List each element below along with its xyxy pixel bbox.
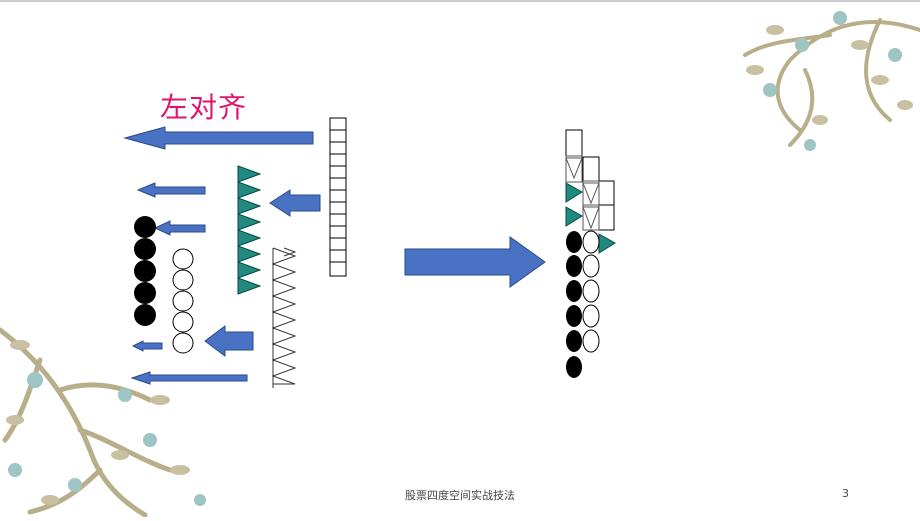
page-number: 3 [842, 487, 849, 500]
vine-decoration-top-right [743, 11, 920, 151]
left-arrow-icon [123, 126, 321, 385]
black-circle-column [134, 216, 156, 326]
square-column [329, 117, 347, 277]
result-diagram [565, 129, 616, 378]
zigzag-column [271, 247, 297, 388]
vine-decoration-bottom-left [0, 327, 206, 518]
white-circle-column [172, 248, 194, 354]
right-arrow-icon [404, 236, 546, 288]
slide-title: 左对齐 [160, 91, 248, 124]
teal-triangle-column [237, 165, 262, 295]
footer-text: 股票四度空间实战技法 [405, 489, 515, 502]
